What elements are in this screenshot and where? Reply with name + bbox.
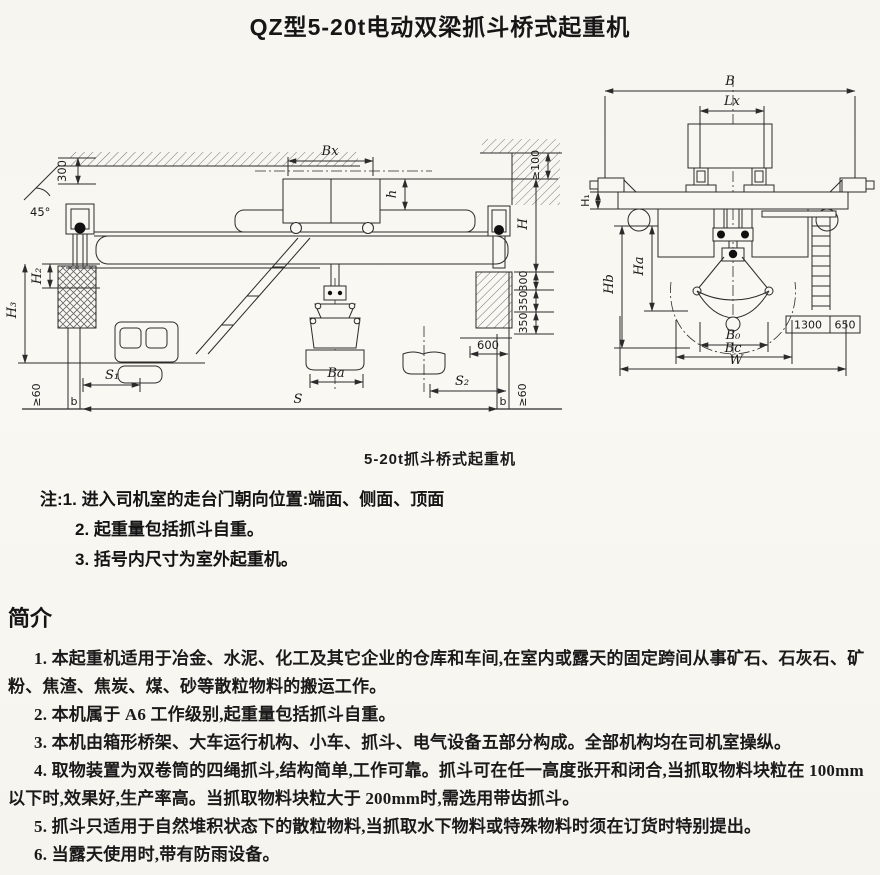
dim-grab-width: Ba [326,366,344,381]
intro-paragraph-1: 1. 本起重机适用于冶金、水泥、化工及其它企业的仓库和车间,在室内或露天的固定跨… [8,649,865,696]
intro-paragraph-5: 5. 抓斗只适用于自然堆积状态下的散粒物料,当抓取水下物料或特殊物料时须在订货时… [34,817,762,836]
dim-650: 650 [835,319,856,332]
notes-prefix: 注: [40,490,63,509]
intro-paragraph-3: 3. 本机由箱形桥架、大车运行机构、小车、抓斗、电气设备五部分构成。全部机构均在… [34,733,792,752]
ceiling-hatch-left [70,152,358,166]
dim-s2: S₂ [455,374,469,389]
operator-cab [114,321,179,384]
dim-ha: Ha [632,256,647,276]
note-line-3: 3. 括号内尺寸为室外起重机。 [75,550,298,569]
dim-span: S [294,392,303,407]
dim-wall-angle: 45° [30,205,50,219]
dim-seg-300: 300 [517,271,530,292]
dim-seg-350a: 350 [517,291,530,312]
ceiling-hatch-right [482,139,560,153]
document-page: QZ型5-20t电动双梁抓斗桥式起重机 [0,8,880,875]
girder-section-left [657,208,715,258]
crane-wheel-left [627,208,651,232]
dim-bc: Bc [724,341,743,356]
dim-600: 600 [477,338,499,352]
dim-hb: Hb [602,274,617,295]
dim-h3: H₃ [5,302,20,320]
figure-caption: 5-20t抓斗桥式起重机 [363,451,517,468]
intro-heading: 简介 [8,606,53,631]
page-title: QZ型5-20t电动双梁抓斗桥式起重机 [249,14,631,40]
dim-gap-left: ≥60 [30,383,43,406]
ground-bucket [402,351,446,375]
dim-lift-height: H [516,218,531,231]
wall-bracket [475,271,513,329]
dim-h2: H₂ [30,268,45,286]
trolley-wheel [290,222,302,234]
technical-drawing: 300 45° H₂ H₃ [5,74,875,412]
dim-s1: S₁ [105,368,119,383]
front-view: 300 45° H₂ H₃ [5,139,562,412]
dim-ceiling-clearance: 300 [55,160,69,182]
dim-trolley-gauge: Lx [723,94,741,109]
drive-unit-right [839,177,867,193]
grab-side [670,209,796,355]
intro-paragraph-4: 4. 取物装置为双卷筒的四绳抓斗,结构简单,工作可靠。抓斗可在任一高度张开和闭合… [8,761,864,808]
intro-paragraph-6: 6. 当露天使用时,带有防雨设备。 [34,845,280,864]
left-end-wheel [74,222,86,234]
building-column [57,265,97,329]
intro-section: 1. 本起重机适用于冶金、水泥、化工及其它企业的仓库和车间,在室内或露天的固定跨… [8,645,870,869]
dim-overall-width: B [724,74,735,89]
dim-b-right: b [500,395,507,408]
trolley-house [687,123,773,169]
dim-gap-right: ≥60 [516,383,529,406]
intro-paragraph-2: 2. 本机属于 A6 工作级别,起重量包括抓斗自重。 [34,705,396,724]
bridge-girder [95,235,509,265]
dim-seg-350b: 350 [517,313,530,334]
note-line-1: 注:1. 进入司机室的走台门朝向位置:端面、侧面、顶面 [40,485,880,515]
side-view: B Lx [579,74,875,376]
dim-h1: H₁ [579,194,592,207]
right-end-wheel [494,225,504,235]
dim-1300: 1300 [794,319,822,332]
note-line-2: 2. 起重量包括抓斗自重。 [75,520,264,539]
note-item: 1. 进入司机室的走台门朝向位置:端面、侧面、顶面 [62,490,445,509]
dim-top-clearance: ≥100 [529,150,542,180]
ladder [811,217,831,310]
dim-trolley-height: h [385,190,400,198]
drive-unit-left [597,177,625,193]
bridge-deck [617,191,849,210]
dim-b0: B₀ [725,328,742,343]
dim-trolley-base: Bx [321,144,340,159]
grab-front [305,264,365,390]
notes-block: 注:1. 进入司机室的走台门朝向位置:端面、侧面、顶面 2. 起重量包括抓斗自重… [40,485,880,575]
dim-w: W [729,353,744,368]
trolley-wheel [362,222,374,234]
dim-b-left: b [71,395,78,408]
stairway [195,237,311,355]
